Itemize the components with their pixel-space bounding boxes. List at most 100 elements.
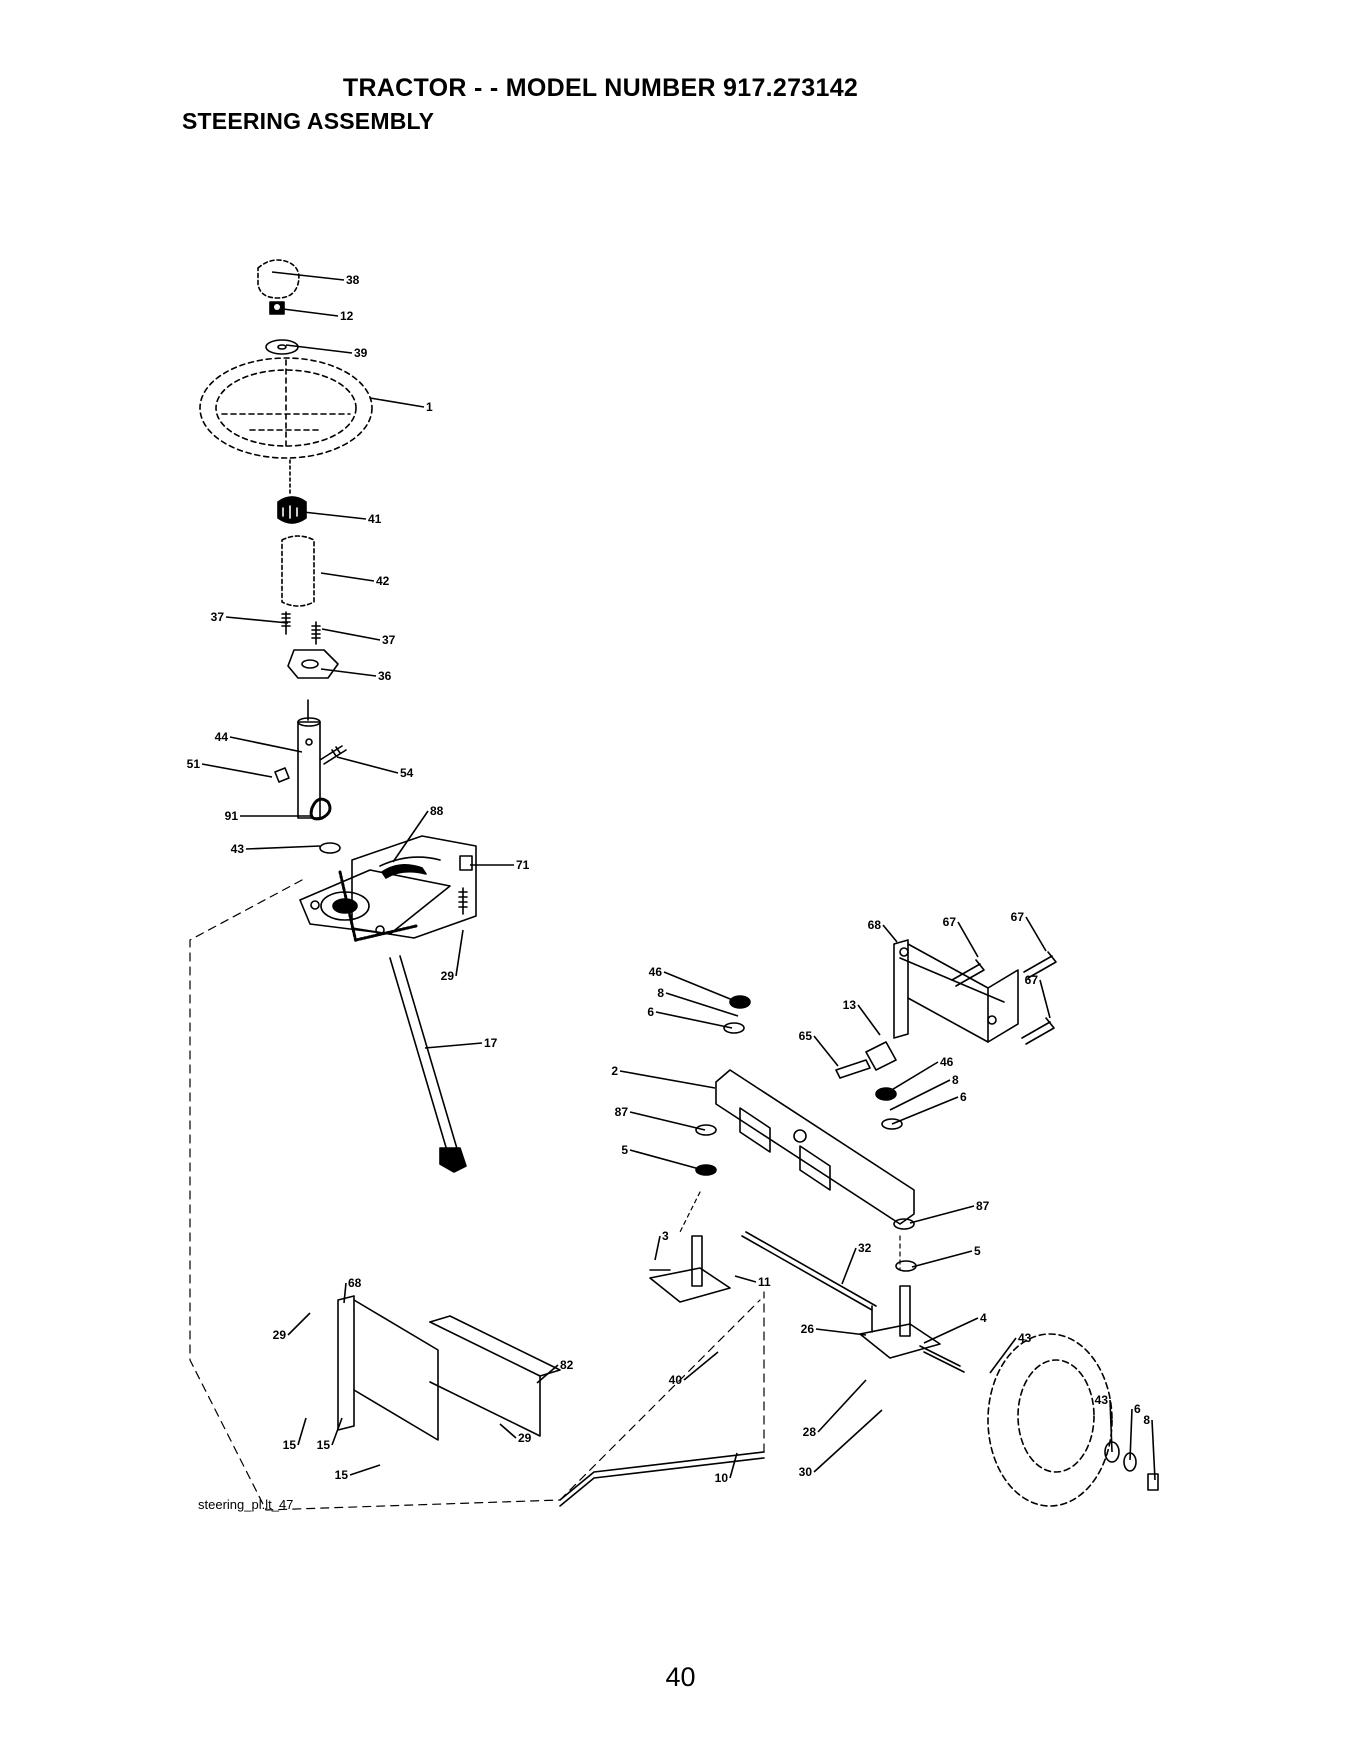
leader-line-82 <box>537 1365 558 1383</box>
bushing-13 <box>866 1042 896 1070</box>
leader-line-68 <box>883 925 897 942</box>
callout-label-51: 51 <box>187 757 201 771</box>
leader-line-29 <box>288 1313 310 1335</box>
leader-line-11 <box>735 1276 756 1282</box>
leader-line-6 <box>656 1012 732 1028</box>
washer-43 <box>320 843 340 853</box>
column-44 <box>298 718 320 818</box>
leader-line-26 <box>816 1329 866 1335</box>
plate-71 <box>460 856 472 870</box>
nut-51 <box>275 768 289 782</box>
callout-label-43: 43 <box>1095 1393 1109 1407</box>
callout-label-29: 29 <box>518 1431 532 1445</box>
callout-label-1: 1 <box>426 400 433 414</box>
leader-line-10 <box>730 1453 737 1478</box>
hub-washers <box>1105 1442 1158 1490</box>
leader-line-15 <box>298 1418 306 1445</box>
page-number: 40 <box>0 1662 1361 1693</box>
callout-label-15: 15 <box>335 1468 349 1482</box>
callout-label-88: 88 <box>430 804 444 818</box>
leader-line-30 <box>814 1410 882 1472</box>
leader-line-3 <box>655 1236 660 1260</box>
leader-line-38 <box>272 272 344 280</box>
leader-line-40 <box>684 1352 718 1380</box>
callout-label-87: 87 <box>976 1199 990 1213</box>
leader-line-4 <box>924 1318 978 1343</box>
callout-label-44: 44 <box>215 730 229 744</box>
leader-line-39 <box>286 345 352 353</box>
gear-housing-88 <box>340 836 476 942</box>
callout-label-6: 6 <box>647 1005 654 1019</box>
nut-12 <box>270 302 284 314</box>
cap-46 <box>730 996 896 1100</box>
steering-cap-38 <box>258 260 299 298</box>
leader-line-51 <box>202 764 272 777</box>
leader-line-68 <box>344 1283 346 1303</box>
callout-label-54: 54 <box>400 766 414 780</box>
callout-label-6: 6 <box>960 1090 967 1104</box>
callout-label-42: 42 <box>376 574 390 588</box>
spindle-3 <box>650 1236 730 1302</box>
washer-39 <box>266 340 298 354</box>
leader-line-87 <box>630 1112 705 1130</box>
leader-line-46 <box>664 972 740 1003</box>
hub-41 <box>278 497 306 523</box>
leader-line-43 <box>990 1338 1016 1373</box>
leader-line-43 <box>246 846 320 849</box>
callout-label-39: 39 <box>354 346 368 360</box>
leader-line-37 <box>322 629 380 640</box>
callout-label-87: 87 <box>615 1105 629 1119</box>
pin-65 <box>836 1060 870 1078</box>
callout-label-2: 2 <box>611 1064 618 1078</box>
front-wheel <box>988 1334 1112 1506</box>
callout-label-41: 41 <box>368 512 382 526</box>
leader-line-6 <box>1130 1409 1132 1460</box>
spacer-42 <box>282 536 314 606</box>
callout-label-11: 11 <box>758 1275 771 1289</box>
leader-line-87 <box>910 1206 974 1223</box>
leader-line-32 <box>842 1248 856 1284</box>
callout-label-37: 37 <box>382 633 396 647</box>
leader-line-8 <box>1152 1420 1155 1480</box>
leader-line-17 <box>425 1043 482 1048</box>
callout-label-8: 8 <box>1143 1413 1150 1427</box>
callout-label-46: 46 <box>649 965 663 979</box>
gear-mount-plate <box>300 870 450 934</box>
leader-line-65 <box>814 1036 838 1066</box>
callout-label-29: 29 <box>273 1328 287 1342</box>
leader-line-67 <box>958 922 978 957</box>
screws-37 <box>282 612 320 644</box>
callout-label-67: 67 <box>943 915 957 929</box>
callout-label-32: 32 <box>858 1241 872 1255</box>
steering-wheel-1 <box>200 358 372 458</box>
leader-line-54 <box>337 757 398 773</box>
callout-label-43: 43 <box>231 842 245 856</box>
callout-label-15: 15 <box>283 1438 297 1452</box>
callout-label-91: 91 <box>225 809 239 823</box>
callout-label-6: 6 <box>1134 1402 1141 1416</box>
callout-label-65: 65 <box>799 1029 813 1043</box>
leader-line-6 <box>892 1097 958 1124</box>
callout-label-4: 4 <box>980 1311 987 1325</box>
callout-label-36: 36 <box>378 669 392 683</box>
leader-line-1 <box>370 398 424 407</box>
leader-line-8 <box>666 993 738 1016</box>
callout-label-5: 5 <box>621 1143 628 1157</box>
leader-line-28 <box>818 1380 866 1432</box>
callout-label-8: 8 <box>952 1073 959 1087</box>
callout-label-43: 43 <box>1018 1331 1032 1345</box>
callout-label-30: 30 <box>799 1465 813 1479</box>
callout-label-26: 26 <box>801 1322 815 1336</box>
callout-label-46: 46 <box>940 1055 954 1069</box>
callout-label-15: 15 <box>317 1438 331 1452</box>
shaft-17 <box>390 956 466 1172</box>
callout-label-17: 17 <box>484 1036 498 1050</box>
leader-line-29 <box>456 930 463 976</box>
leader-line-67 <box>1040 980 1050 1018</box>
leader-line-5 <box>630 1150 703 1170</box>
callout-label-5: 5 <box>974 1244 981 1258</box>
tie-rod-10 <box>560 1292 764 1506</box>
callout-label-37: 37 <box>211 610 225 624</box>
bolt-29 <box>459 888 467 914</box>
